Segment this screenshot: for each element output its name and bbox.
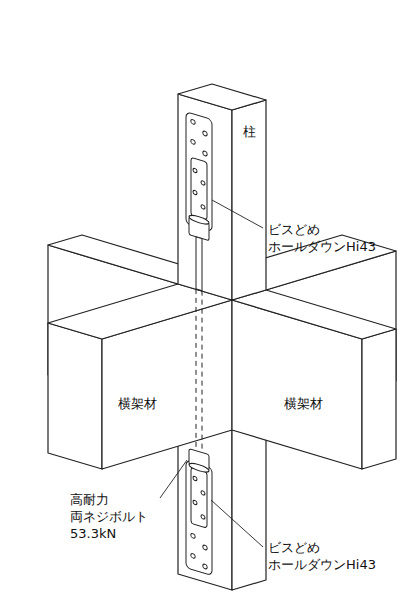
- post-lower-right-face: [232, 420, 266, 590]
- leader-line: [212, 200, 263, 228]
- bolt-shaft: [196, 237, 202, 291]
- bolt-hidden: [201, 291, 202, 453]
- member-name: 横架材: [118, 396, 178, 413]
- member-name: 横架材: [284, 396, 344, 413]
- leader-line: [211, 500, 263, 547]
- bolt-hidden: [195, 289, 196, 451]
- bolt-nut-top: [189, 214, 209, 226]
- hold-down-bracket: [191, 467, 207, 528]
- bolt-nut-bottom: [189, 462, 209, 474]
- hold-down-hardware: [186, 112, 212, 576]
- part-name: 高耐力 両ネジボルト 53.3kN: [70, 492, 158, 543]
- post-top-face: [178, 84, 266, 110]
- beam-front-left-end: [48, 323, 102, 469]
- hold-down-plate: [186, 460, 212, 576]
- leader-line: [160, 460, 187, 498]
- screws: [191, 475, 207, 569]
- hold-down-plate: [186, 112, 212, 232]
- part-name: 柱: [243, 124, 263, 141]
- post-upper-right-face: [232, 100, 266, 300]
- part-name: ビスどめ ホールダウンHi43: [268, 540, 408, 574]
- part-name: ビスどめ ホールダウンHi43: [268, 222, 408, 256]
- beam-front-right-end: [362, 329, 396, 469]
- hold-down-bracket: [191, 157, 207, 220]
- screws: [191, 119, 207, 210]
- post-upper-left-face: [178, 94, 232, 300]
- beam-front-right-top: [232, 290, 396, 339]
